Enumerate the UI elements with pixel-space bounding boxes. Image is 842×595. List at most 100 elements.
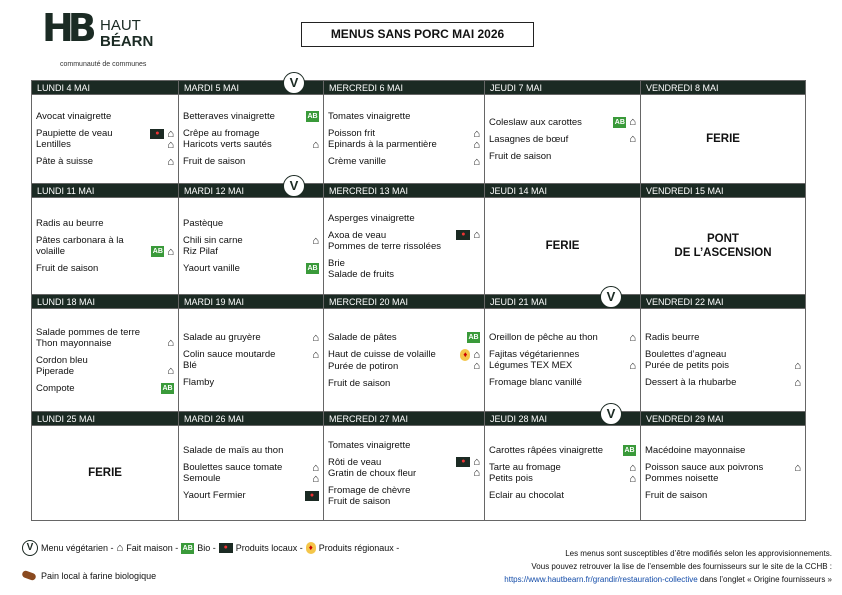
day-header-label: VENDREDI 22 MAI	[646, 296, 724, 307]
menu-course: Macédoine mayonnaise	[645, 445, 801, 456]
day-header-label: MERCREDI 27 MAI	[329, 413, 409, 424]
day-header: MARDI 12 MAI V	[178, 175, 324, 198]
day-header-label: LUNDI 4 MAI	[37, 82, 91, 93]
menu-item-icons: ⌂	[167, 366, 174, 377]
menu-item-icons: ⌂	[312, 331, 319, 344]
day-header-label: VENDREDI 15 MAI	[646, 185, 724, 196]
menu-item: Purée de potiron⌂	[328, 361, 480, 372]
menu-item: Légumes TEX MEX⌂	[489, 360, 636, 371]
menu-course: Flamby	[183, 377, 319, 388]
holiday-label: PONT DE L’ASCENSION	[674, 233, 772, 259]
menu-course: Tomates vinaigrette	[328, 440, 480, 451]
day-header-label: MARDI 12 MAI	[184, 185, 245, 196]
suppliers-link[interactable]: https://www.hautbearn.fr/grandir/restaur…	[504, 575, 698, 584]
bio-icon: AB	[161, 382, 174, 394]
day-header: VENDREDI 29 MAI	[640, 411, 806, 426]
menu-item: Asperges vinaigrette	[328, 213, 480, 224]
info-note: Les menus sont susceptibles d’être modif…	[440, 547, 832, 586]
local-products-icon: ●	[456, 457, 471, 467]
fait-maison-icon: ⌂	[629, 116, 636, 128]
day-header-label: VENDREDI 8 MAI	[646, 82, 719, 93]
menu-item: Flamby	[183, 377, 319, 388]
menu-course: Pâte à suisse⌂	[36, 156, 174, 167]
day-menu: Salade au gruyère⌂ Colin sauce moutarde⌂B…	[179, 326, 323, 394]
bread-icon	[21, 569, 37, 582]
menu-item: Blé	[183, 360, 319, 371]
menu-item-label: Chili sin carne	[183, 235, 243, 246]
menu-item-icons: AB	[467, 331, 480, 343]
menu-course: Colin sauce moutarde⌂Blé	[183, 349, 319, 371]
menu-item-icons: ⌂	[312, 462, 319, 473]
menu-item-label: Fruit de saison	[645, 490, 708, 501]
menu-item-label: Eclair au chocolat	[489, 490, 564, 501]
legend-bio: Bio -	[197, 543, 216, 553]
menu-course: Rôti de veau●⌂Gratin de choux fleur⌂	[328, 457, 480, 479]
menu-course: Lasagnes de bœuf⌂	[489, 134, 636, 145]
menu-item: Semoule⌂	[183, 473, 319, 484]
menu-item-label: Paupiette de veau	[36, 128, 113, 139]
fait-maison-icon: ⌂	[312, 331, 319, 344]
menu-item-label: Boulettes d’agneau	[645, 349, 727, 360]
menu-item-label: Macédoine mayonnaise	[645, 445, 746, 456]
menu-item-label: Haricots verts sautés	[183, 139, 272, 150]
menu-course: Radis beurre	[645, 332, 801, 343]
day-cell: FERIE	[640, 94, 806, 184]
day-header-label: MERCREDI 6 MAI	[329, 82, 404, 93]
local-products-icon: ●	[218, 543, 233, 553]
day-cell: FERIE	[484, 197, 641, 295]
menu-course: Chili sin carne⌂Riz Pilaf	[183, 235, 319, 257]
menu-course: Salade de maïs au thon	[183, 445, 319, 456]
menu-item: Crêpe au fromage	[183, 128, 319, 139]
menu-item: Salade au gruyère⌂	[183, 332, 319, 343]
day-cell: Salade au gruyère⌂ Colin sauce moutarde⌂B…	[178, 308, 324, 412]
menu-item-icons: ●⌂	[456, 230, 480, 241]
menu-item: Crème vanille⌂	[328, 156, 480, 167]
menu-item-icons: AB⌂	[613, 116, 636, 128]
menu-item: Dessert à la rhubarbe⌂	[645, 377, 801, 388]
menu-item: Tomates vinaigrette	[328, 440, 480, 451]
menu-item-icons: ⌂	[312, 235, 319, 246]
menu-course: Fruit de saison	[645, 490, 801, 501]
menu-item-label: Poisson sauce aux poivrons	[645, 462, 764, 473]
day-menu: Oreillon de pêche au thon⌂Fajitas végéta…	[485, 326, 640, 394]
menu-item: Lentilles⌂	[36, 139, 174, 150]
menu-course: Paupiette de veau●⌂Lentilles⌂	[36, 128, 174, 150]
menu-item-label: Lentilles	[36, 139, 71, 150]
menu-item: Fromage de chèvre	[328, 485, 480, 496]
menu-item: Fruit de saison	[36, 263, 174, 274]
menu-item-label: Piperade	[36, 365, 75, 377]
day-header: LUNDI 18 MAI	[31, 294, 179, 309]
menu-item-icons: AB	[306, 263, 319, 274]
menu-item: Salade pommes de terre	[36, 327, 174, 338]
menu-item-label: Fromage blanc vanillé	[489, 377, 582, 388]
menu-item-label: Oreillon de pêche au thon	[489, 332, 598, 343]
regional-products-icon: ♦	[460, 348, 471, 361]
menu-item-label: Brie	[328, 257, 345, 269]
vegetarian-icon: V	[283, 175, 305, 197]
